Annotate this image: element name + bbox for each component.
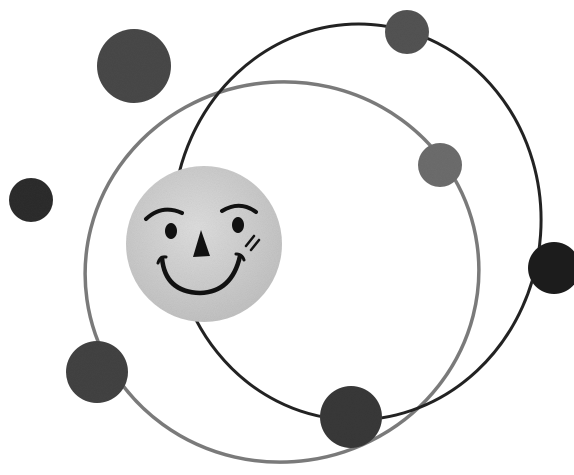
planet-bottom-left — [66, 341, 128, 403]
planet-top-left — [97, 29, 171, 103]
planet-right-edge — [528, 242, 574, 294]
planet-left-small — [9, 178, 53, 222]
planet-mid-right — [418, 143, 462, 187]
planet-bottom-center — [320, 386, 382, 448]
smiling-sun-face-icon — [126, 166, 282, 322]
planet-top-right — [385, 10, 429, 54]
orbit-ring-light — [60, 56, 503, 475]
